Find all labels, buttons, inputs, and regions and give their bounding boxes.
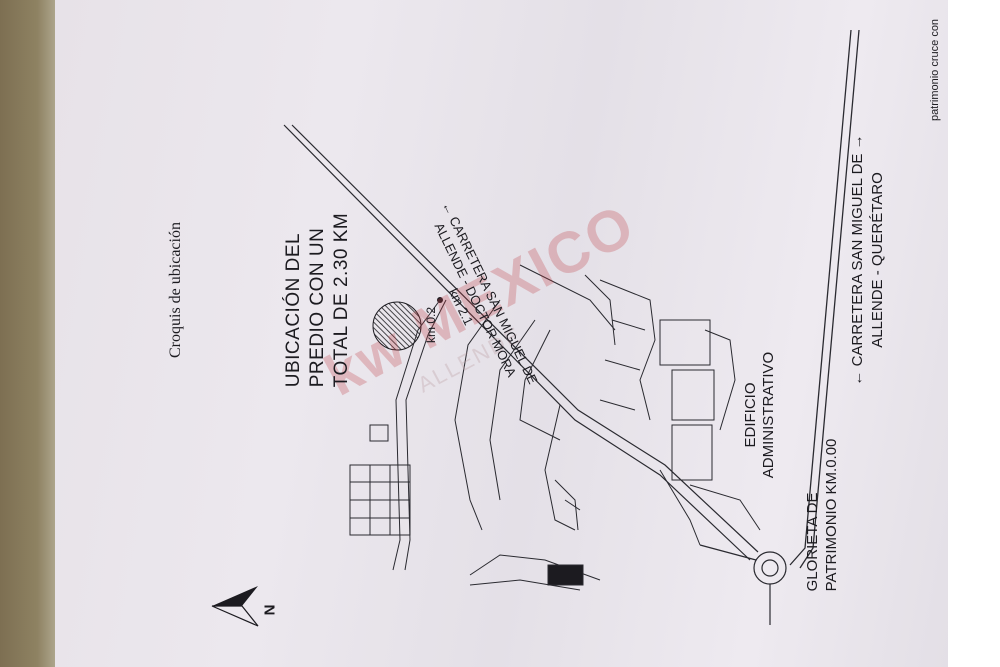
location-label-line: TOTAL DE 2.30 KM — [331, 212, 352, 388]
map-title: Croquis de ubicación — [167, 222, 184, 358]
corner-text: patrimonio cruce con — [929, 18, 941, 122]
highway-queretaro — [789, 29, 860, 569]
north-arrow-icon — [211, 586, 259, 627]
bottom-structures — [469, 479, 601, 591]
road-doctor-mora — [283, 124, 759, 561]
roundabout-label-line: GLORIETA DE — [804, 492, 821, 592]
road-label-line: ← CARRETERA SAN MIGUEL DE → — [849, 134, 866, 386]
location-label-line: PREDIO CON UN — [307, 227, 328, 388]
km-marker-label: km 0.2 — [424, 306, 438, 344]
building-label-line: EDIFICIO — [742, 382, 759, 448]
road-label-line: ALLENDE - QUERÉTARO — [869, 172, 886, 348]
building-label: EDIFICIO ADMINISTRATIVO — [742, 352, 778, 478]
background-edge — [0, 0, 62, 667]
north-label: N — [261, 604, 279, 616]
location-label: UBICACIÓN DEL PREDIO CON UN TOTAL DE 2.3… — [282, 213, 354, 387]
location-label-line: UBICACIÓN DEL — [283, 232, 304, 388]
roundabout-label: GLORIETA DE PATRIMONIO KM.0.00 — [803, 439, 841, 592]
access-road — [392, 299, 447, 571]
roundabout-label-line: PATRIMONIO KM.0.00 — [823, 438, 840, 592]
road-queretaro-label: ← CARRETERA SAN MIGUEL DE → ALLENDE - QU… — [848, 134, 888, 385]
building-label-line: ADMINISTRATIVO — [760, 351, 777, 479]
blocks-right — [599, 279, 761, 546]
roundabout — [699, 544, 787, 625]
streets-middle — [454, 264, 616, 531]
parcels-left — [349, 424, 411, 536]
